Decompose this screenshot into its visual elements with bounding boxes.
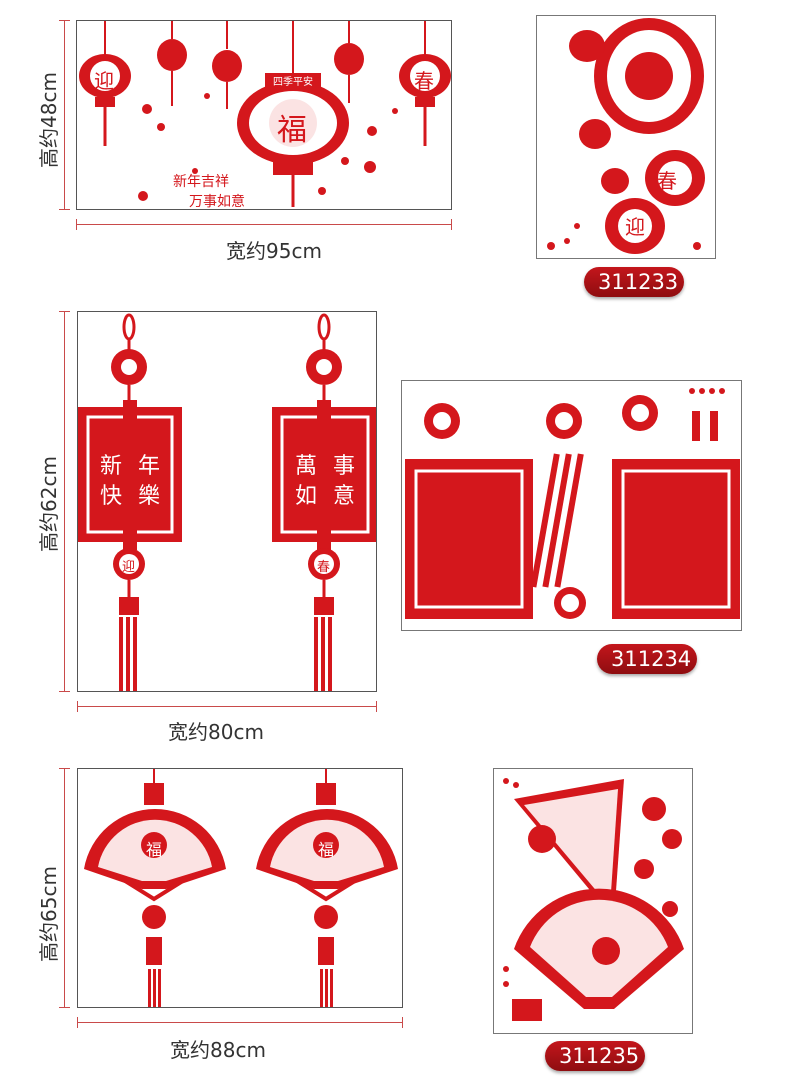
width-label: 宽约80cm xyxy=(168,720,264,744)
sheet-311235-art xyxy=(503,778,684,1021)
product-sheet-311233: 春 迎 xyxy=(536,15,716,259)
product-code-badge: 311234 xyxy=(597,644,697,674)
panel-char: 新 xyxy=(100,454,123,479)
fan-char: 福 xyxy=(146,840,163,859)
fan-illustration xyxy=(84,769,398,1007)
sheet-char-ying: 迎 xyxy=(625,215,645,239)
panel-char: 如 xyxy=(295,484,318,509)
sheet-311234-art xyxy=(405,388,740,619)
sheet-char-chun: 春 xyxy=(657,169,677,193)
product-code-badge: 311233 xyxy=(584,267,684,297)
height-label: 高约65cm xyxy=(37,866,61,962)
width-rule xyxy=(77,701,377,712)
sheet-311233-art: 春 迎 xyxy=(547,18,705,254)
product-preview-311233: 迎 春 福 四季平安 新年吉祥 万事如意 xyxy=(76,20,452,210)
height-label: 高约48cm xyxy=(37,72,61,168)
height-label: 高约62cm xyxy=(37,456,61,552)
knot-banner-illustration xyxy=(78,313,376,691)
panel-char: 快 xyxy=(100,484,123,509)
panel-char: 萬 xyxy=(295,454,318,479)
product-preview-311235: 福 福 xyxy=(77,768,403,1008)
product-sheet-311234 xyxy=(401,380,742,631)
panel-char: 意 xyxy=(333,484,356,509)
caption-line-2: 万事如意 xyxy=(189,194,245,210)
height-rule xyxy=(59,311,70,692)
lantern-left-char: 迎 xyxy=(94,69,114,93)
panel-char: 年 xyxy=(138,454,161,479)
product-sheet-311235 xyxy=(493,768,693,1034)
panel-char: 樂 xyxy=(138,484,161,509)
panel-char: 事 xyxy=(333,454,356,479)
knot-char: 迎 xyxy=(122,560,136,575)
fan-char: 福 xyxy=(318,840,335,859)
center-fu-char: 福 xyxy=(277,113,307,148)
width-rule xyxy=(77,1017,403,1028)
height-rule xyxy=(59,768,70,1008)
caption-line-1: 新年吉祥 xyxy=(173,174,229,190)
width-label: 宽约88cm xyxy=(170,1038,266,1062)
height-rule xyxy=(59,20,70,210)
knot-char: 春 xyxy=(317,560,331,575)
lantern-illustration xyxy=(79,21,451,207)
lantern-top-banner: 四季平安 xyxy=(273,77,313,88)
lantern-right-char: 春 xyxy=(414,69,434,93)
product-preview-311234: 新 年 快 樂 萬 事 如 意 迎 春 xyxy=(77,311,377,692)
width-rule xyxy=(76,219,452,230)
product-code-badge: 311235 xyxy=(545,1041,645,1071)
width-label: 宽约95cm xyxy=(226,239,322,263)
